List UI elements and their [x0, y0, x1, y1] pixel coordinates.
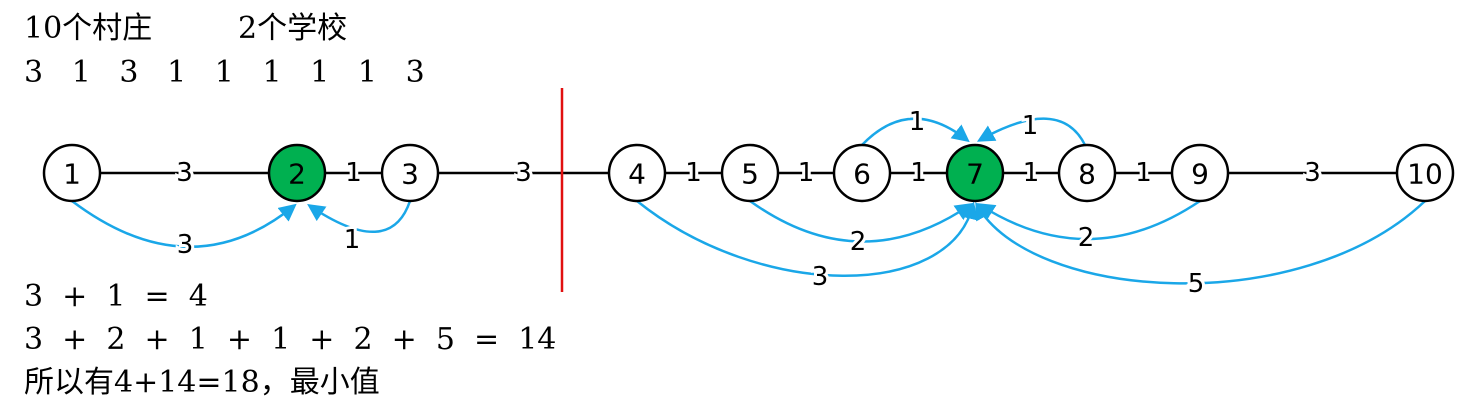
arrow-label-9-to-7: 2	[1078, 223, 1095, 253]
arrow-8-to-7	[976, 117, 1087, 146]
node-label-10: 10	[1407, 158, 1443, 191]
edge-label-4-5: 1	[685, 158, 702, 188]
nodes-layer: 1 2 3 4 5 6 7 8 9 10	[42, 143, 1455, 203]
school-node-7: 7	[945, 143, 1005, 203]
node-label-4: 4	[628, 158, 646, 191]
node-circle-10	[1395, 143, 1455, 203]
arrow-label-3-to-2: 1	[344, 225, 361, 255]
edge-label-2-3: 1	[345, 158, 362, 188]
node-label-6: 6	[853, 158, 871, 191]
arrow-3-to-2	[307, 200, 412, 233]
edge-label-3-4: 3	[515, 158, 532, 188]
node-circle-2	[267, 143, 327, 203]
village-node-9: 9	[1170, 143, 1230, 203]
arrow-label-4-to-7: 3	[812, 262, 829, 292]
node-circle-4	[607, 143, 667, 203]
node-label-8: 8	[1078, 158, 1096, 191]
node-label-1: 1	[63, 158, 81, 191]
school-node-2: 2	[267, 143, 327, 203]
arrow-5-to-7	[749, 199, 973, 243]
node-circle-7	[945, 143, 1005, 203]
arrow-1-to-2	[71, 200, 297, 248]
node-circle-3	[380, 143, 440, 203]
edges-layer: 3 1 3 1 1 1 1 1 3	[100, 155, 1397, 191]
edge-label-5-6: 1	[798, 158, 815, 188]
arrow-9-to-7	[977, 199, 1201, 241]
edge-label-7-8: 1	[1023, 158, 1040, 188]
village-node-1: 1	[42, 143, 102, 203]
village-node-4: 4	[607, 143, 667, 203]
village-node-5: 5	[720, 143, 780, 203]
arrow-4-to-7	[636, 200, 979, 277]
node-circle-8	[1057, 143, 1117, 203]
edge-label-1-2: 3	[176, 158, 193, 188]
node-circle-5	[720, 143, 780, 203]
result-line-3: 所以有4+14=18，最小值	[24, 365, 380, 400]
arrow-label-8-to-7: 1	[1022, 111, 1039, 141]
edge-label-6-7: 1	[910, 158, 927, 188]
arrow-label-10-to-7: 5	[1188, 269, 1205, 299]
node-label-9: 9	[1191, 158, 1209, 191]
node-label-5: 5	[741, 158, 759, 191]
village-node-6: 6	[832, 143, 892, 203]
distance-list: 3 1 3 1 1 1 1 1 3	[24, 55, 425, 90]
arrow-label-1-to-2: 3	[177, 230, 194, 260]
result-line-1: 3 + 1 = 4	[24, 279, 208, 314]
node-circle-9	[1170, 143, 1230, 203]
node-label-2: 2	[288, 158, 306, 191]
arrow-label-6-to-7: 1	[909, 107, 926, 137]
node-label-7: 7	[966, 158, 984, 191]
node-circle-6	[832, 143, 892, 203]
village-node-8: 8	[1057, 143, 1117, 203]
village-node-3: 3	[380, 143, 440, 203]
schools-count: 2个学校	[238, 11, 348, 46]
arrow-10-to-7	[975, 200, 1426, 285]
edge-label-9-10: 3	[1304, 158, 1321, 188]
edge-label-8-9: 1	[1135, 158, 1152, 188]
arrow-6-to-7	[861, 117, 970, 146]
node-circle-1	[42, 143, 102, 203]
arrow-label-5-to-7: 2	[850, 227, 867, 257]
node-label-3: 3	[401, 158, 419, 191]
villages-count: 10个村庄	[24, 11, 153, 46]
village-node-10: 10	[1395, 143, 1455, 203]
result-line-2: 3 + 2 + 1 + 1 + 2 + 5 = 14	[24, 322, 557, 357]
